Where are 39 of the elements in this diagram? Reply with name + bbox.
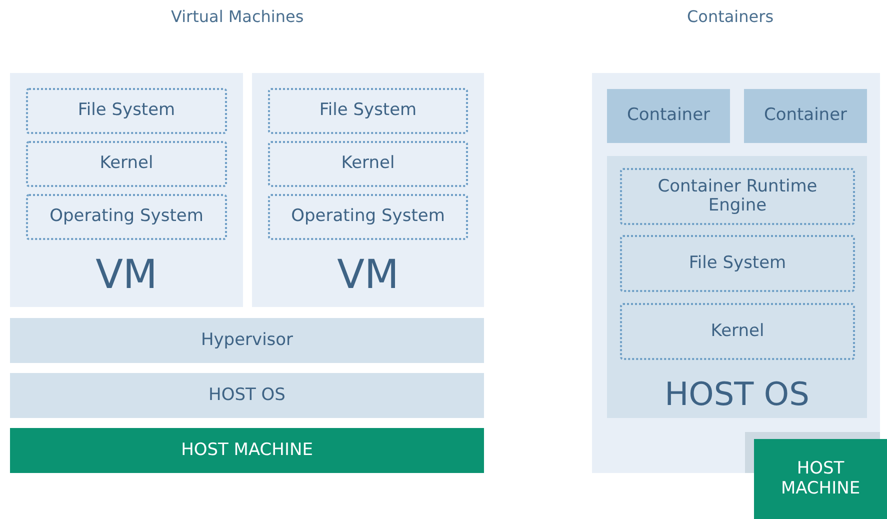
container-box — [607, 89, 730, 143]
dotted-layer-box — [26, 194, 227, 240]
layer-label: Hypervisor — [200, 330, 294, 350]
layer-label: Container Runtime Engine — [656, 176, 818, 216]
layer-label: File System — [318, 101, 418, 121]
host-machine-bar — [10, 428, 484, 473]
layer-label: Kernel — [340, 154, 396, 174]
layer-bar — [10, 373, 484, 418]
dotted-layer-box — [620, 168, 855, 225]
dotted-layer-box — [268, 141, 468, 187]
layer-label: Kernel — [98, 154, 154, 174]
vm-panel — [10, 73, 243, 307]
layer-label: HOST MACHINE — [180, 440, 314, 460]
layer-label: Kernel — [710, 322, 766, 342]
section-title: Containers — [687, 7, 774, 26]
host-os-panel — [607, 156, 867, 418]
host-os-heading: HOST OS — [664, 378, 810, 410]
layer-label: Operating System — [48, 207, 204, 227]
layer-label: Container — [626, 106, 712, 126]
layer-label: File System — [76, 101, 176, 121]
host-machine-bar — [754, 439, 887, 519]
vm-heading: VM — [94, 255, 158, 295]
dotted-layer-box — [620, 303, 855, 360]
layer-label: HOST MACHINE — [780, 459, 862, 499]
dotted-layer-box — [268, 88, 468, 134]
panel-background — [592, 73, 880, 473]
vm-heading: VM — [336, 255, 400, 295]
dotted-layer-box — [26, 88, 227, 134]
layer-label: Operating System — [290, 207, 446, 227]
layer-label: Container — [762, 106, 848, 126]
dotted-layer-box — [26, 141, 227, 187]
layer-label: File System — [688, 254, 788, 274]
layer-bar — [10, 318, 484, 363]
container-box — [744, 89, 867, 143]
dotted-layer-box — [620, 235, 855, 292]
layer-label: HOST OS — [208, 386, 286, 406]
vm-panel — [252, 73, 484, 307]
dotted-layer-box — [268, 194, 468, 240]
section-title: Virtual Machines — [171, 7, 304, 26]
